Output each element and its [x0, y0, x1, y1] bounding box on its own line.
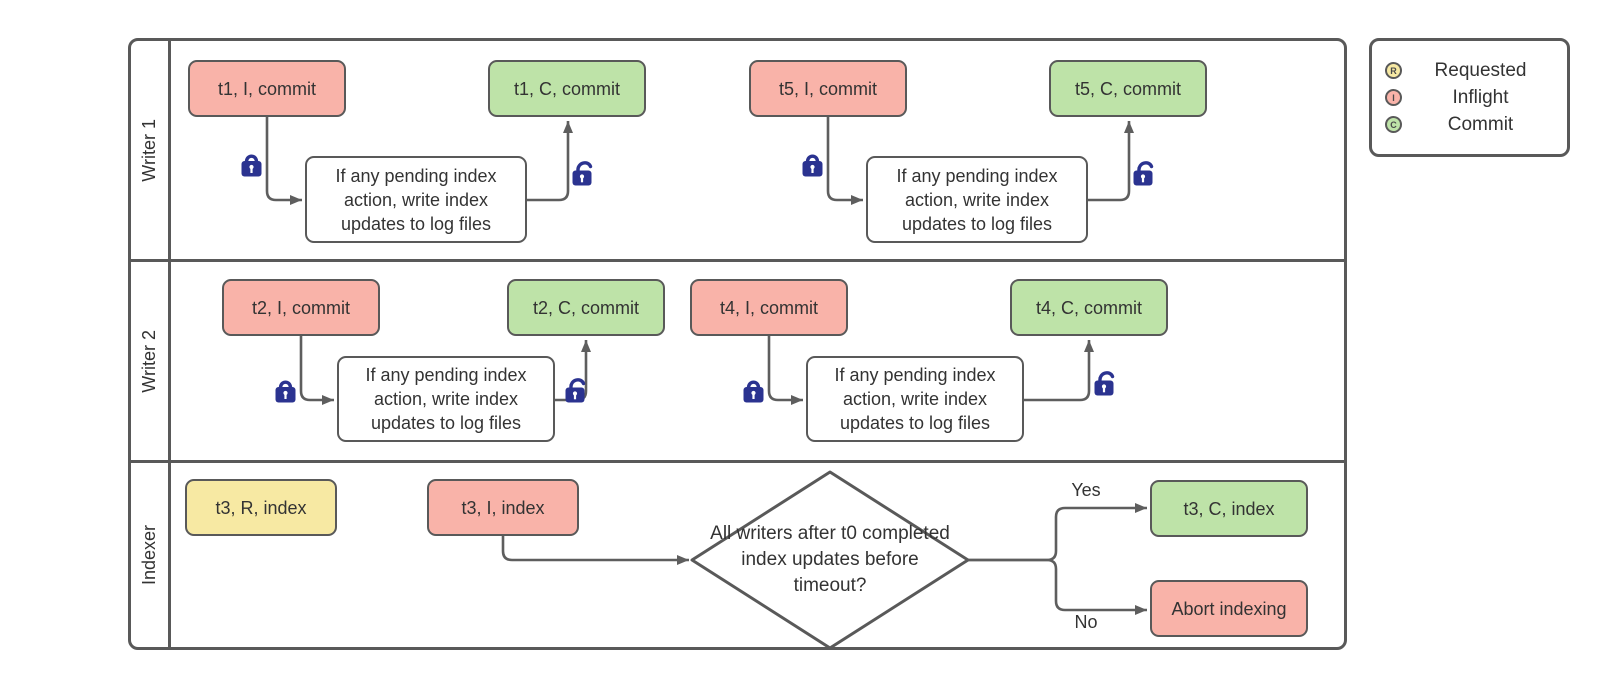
- open-lock-icon: [562, 374, 589, 410]
- swimlane-frame: [128, 38, 1347, 650]
- connector-decision-yes: [968, 503, 1147, 562]
- connector-check-to-t4-commit: [1024, 340, 1094, 402]
- open-lock-icon: [569, 157, 596, 193]
- yes-branch-label: Yes: [1071, 480, 1101, 500]
- node-t5-commit: t5, C, commit: [1049, 60, 1207, 117]
- no-branch-label: No: [1074, 612, 1098, 632]
- lane-writer1-label: Writer 1: [139, 118, 159, 182]
- node-t2-inflight: t2, I, commit: [222, 279, 380, 336]
- legend-item-commit: C Commit: [1385, 114, 1554, 136]
- node-t3-commit: t3, C, index: [1150, 480, 1308, 537]
- connector-t5-inflight-to-check: [826, 117, 863, 205]
- open-lock-icon: [1130, 157, 1157, 193]
- node-t4-inflight: t4, I, commit: [690, 279, 848, 336]
- connector-t1-inflight-to-check: [265, 117, 302, 205]
- closed-lock-icon: [274, 374, 297, 409]
- lane-writer2-header: Writer 2: [131, 262, 168, 460]
- legend-label-commit: Commit: [1447, 113, 1514, 135]
- closed-lock-icon: [240, 148, 263, 183]
- connector-t2-inflight-to-check: [299, 336, 334, 405]
- node-t2-commit: t2, C, commit: [507, 279, 665, 336]
- closed-lock-icon: [742, 374, 765, 409]
- connector-t3-inflight-to-decision: [501, 536, 689, 565]
- commit-swatch-icon: C: [1385, 116, 1402, 133]
- connector-decision-no: [968, 558, 1147, 615]
- decision-diamond: [690, 470, 970, 650]
- lane-divider-writer1-writer2: [131, 259, 1344, 262]
- open-lock-icon: [1091, 367, 1118, 403]
- connector-check-to-t1-commit: [527, 121, 573, 202]
- node-t1-commit: t1, C, commit: [488, 60, 646, 117]
- node-abort-indexing: Abort indexing: [1150, 580, 1308, 637]
- lane-writer1-header: Writer 1: [131, 41, 168, 259]
- node-t5-pending-check: If any pending index action, write index…: [866, 156, 1088, 243]
- legend-label-requested: Requested: [1434, 59, 1527, 81]
- lane-indexer-label: Indexer: [139, 524, 159, 586]
- legend-label-inflight: Inflight: [1452, 86, 1509, 108]
- lane-indexer-header: Indexer: [131, 463, 168, 647]
- lane-divider-writer2-indexer: [131, 460, 1344, 463]
- connector-check-to-t5-commit: [1088, 121, 1134, 202]
- lane-writer2-label: Writer 2: [139, 329, 159, 393]
- node-t3-requested: t3, R, index: [185, 479, 337, 536]
- decision-label: All writers after t0 completed index upd…: [710, 523, 950, 596]
- node-t1-inflight: t1, I, commit: [188, 60, 346, 117]
- legend-item-inflight: I Inflight: [1385, 87, 1554, 109]
- inflight-swatch-icon: I: [1385, 89, 1402, 106]
- connector-t4-inflight-to-check: [767, 336, 803, 405]
- lane-label-divider: [168, 41, 171, 647]
- node-t3-inflight: t3, I, index: [427, 479, 579, 536]
- node-t2-pending-check: If any pending index action, write index…: [337, 356, 555, 442]
- node-t5-inflight: t5, I, commit: [749, 60, 907, 117]
- legend-item-requested: R Requested: [1385, 60, 1554, 82]
- node-t1-pending-check: If any pending index action, write index…: [305, 156, 527, 243]
- closed-lock-icon: [801, 148, 824, 183]
- legend-box: R Requested I Inflight C Commit: [1369, 38, 1570, 157]
- node-t4-pending-check: If any pending index action, write index…: [806, 356, 1024, 442]
- node-t4-commit: t4, C, commit: [1010, 279, 1168, 336]
- requested-swatch-icon: R: [1385, 62, 1402, 79]
